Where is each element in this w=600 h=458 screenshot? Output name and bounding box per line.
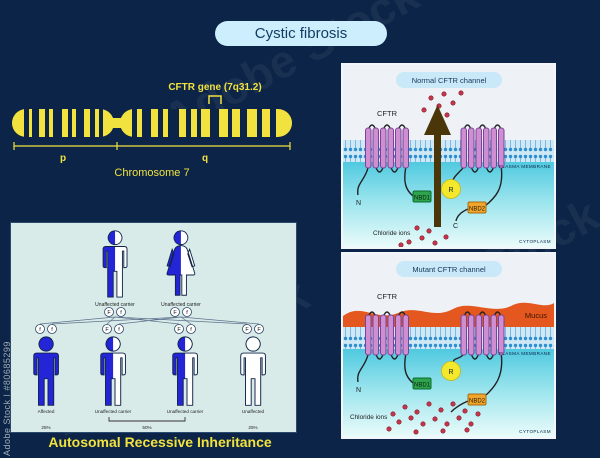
gene-locus-bracket-icon	[208, 95, 222, 104]
svg-text:f: f	[51, 327, 53, 333]
pedigree-panel: Unaffected carrier Unaffected carrier F …	[10, 222, 297, 433]
pedigree-caption: Autosomal Recessive Inheritance	[48, 434, 272, 450]
svg-text:F: F	[245, 327, 249, 333]
child-3-figure-carrier	[172, 336, 198, 406]
child-3-label: Unaffected carrier	[167, 409, 204, 414]
mother-label: Unaffected carrier	[161, 302, 201, 308]
cytoplasm-label: CYTOPLASM	[519, 239, 551, 244]
chloride-ions-label: Chloride ions	[350, 414, 387, 421]
carrier-bracket	[108, 417, 186, 422]
svg-text:NBD2: NBD2	[469, 399, 486, 405]
panel-title: Mutant CFTR channel	[396, 261, 502, 277]
page-title: Cystic fibrosis	[215, 21, 387, 46]
normal-cftr-panel: NBD1 R NBD2 CFTR N C PLASMA MEMBRANE CYT…	[341, 63, 556, 249]
svg-text:R: R	[448, 369, 453, 376]
n-terminus-label: N	[356, 387, 361, 394]
nbd1-domain: NBD1	[412, 190, 432, 203]
r-domain: R	[441, 179, 461, 199]
child-2-label: Unaffected carrier	[95, 409, 132, 414]
svg-text:F: F	[177, 327, 181, 333]
mutant-cftr-panel: NBD1 R NBD2 CFTR Mucus N PLASMA MEMBRANE…	[341, 252, 556, 439]
child-1-label: Affected	[38, 409, 55, 414]
child-4-label: Unaffected	[242, 409, 265, 414]
svg-text:f: f	[120, 310, 122, 316]
mother-alleles: F f	[170, 307, 192, 317]
chromosome-scale-line	[13, 142, 291, 150]
tm-domain-1	[357, 124, 414, 197]
svg-text:F: F	[107, 310, 111, 316]
n-terminus-label: N	[356, 200, 361, 207]
cytoplasm-label: CYTOPLASM	[519, 429, 551, 434]
carrier-percent: 50%	[142, 425, 151, 430]
nbd2-domain: NBD2	[467, 393, 487, 406]
child-2-figure-carrier	[100, 336, 126, 406]
svg-text:R: R	[448, 187, 453, 194]
svg-text:Mutant CFTR channel: Mutant CFTR channel	[412, 265, 486, 274]
q-arm-label: q	[202, 153, 208, 164]
cftr-label: CFTR	[377, 292, 398, 301]
affected-percent: 25%	[41, 425, 50, 430]
inheritance-lines	[39, 316, 260, 325]
chloride-ions-label: Chloride ions	[373, 230, 410, 237]
svg-text:f: f	[118, 327, 120, 333]
svg-text:NBD1: NBD1	[414, 383, 431, 389]
svg-text:Normal CFTR channel: Normal CFTR channel	[412, 76, 487, 85]
ion-flow-arrow-icon	[424, 105, 451, 227]
c-terminus-label: C	[453, 223, 458, 230]
svg-text:f: f	[39, 327, 41, 333]
svg-text:f: f	[190, 327, 192, 333]
cftr-label: CFTR	[377, 109, 398, 118]
chromosome-7-diagram: CFTR gene (7q31.2)	[12, 82, 292, 179]
svg-text:F: F	[105, 327, 109, 333]
father-alleles: F f	[104, 307, 126, 317]
chromosome-p-arm	[12, 109, 114, 137]
child-2-alleles: F f	[102, 324, 124, 334]
tm-domain-1	[357, 311, 414, 384]
page-title-label: Cystic fibrosis	[254, 25, 348, 42]
nbd2-domain: NBD2	[467, 201, 487, 214]
unaffected-percent: 25%	[248, 425, 257, 430]
chromosome-q-arm	[120, 109, 292, 137]
svg-text:F: F	[173, 310, 177, 316]
normal-cftr-diagram: NBD1 R NBD2 CFTR N C PLASMA MEMBRANE CYT…	[343, 65, 554, 248]
child-4-figure-unaffected	[240, 336, 266, 406]
cftr-gene-label: CFTR gene (7q31.2)	[168, 82, 261, 93]
r-domain: R	[441, 361, 461, 381]
chloride-ions-below	[398, 225, 449, 248]
father-label: Unaffected carrier	[95, 302, 135, 308]
pedigree-diagram: Unaffected carrier Unaffected carrier F …	[33, 230, 266, 430]
child-3-alleles: F f	[174, 324, 196, 334]
svg-text:f: f	[186, 310, 188, 316]
mucus-label: Mucus	[525, 311, 547, 320]
nbd1-domain: NBD1	[412, 377, 432, 390]
panel-title: Normal CFTR channel	[396, 72, 502, 88]
chromosome-name: Chromosome 7	[114, 167, 189, 179]
plasma-membrane-label: PLASMA MEMBRANE	[499, 164, 551, 169]
tm-domain-2	[450, 311, 505, 413]
centromere	[108, 118, 126, 128]
chloride-ions-trapped	[386, 401, 481, 435]
mother-figure-carrier	[166, 230, 196, 296]
chloride-ions-above	[421, 90, 464, 118]
svg-text:NBD2: NBD2	[469, 207, 486, 213]
svg-text:NBD1: NBD1	[414, 196, 431, 202]
p-arm-label: p	[60, 153, 66, 164]
child-1-alleles: f f	[35, 324, 57, 334]
child-1-figure-affected	[33, 336, 59, 406]
father-figure-carrier	[102, 230, 128, 298]
child-4-alleles: F F	[242, 324, 264, 334]
plasma-membrane-label: PLASMA MEMBRANE	[499, 351, 551, 356]
tm-domain-2	[452, 124, 505, 222]
mutant-cftr-diagram: NBD1 R NBD2 CFTR Mucus N PLASMA MEMBRANE…	[343, 254, 554, 437]
svg-text:F: F	[257, 327, 261, 333]
